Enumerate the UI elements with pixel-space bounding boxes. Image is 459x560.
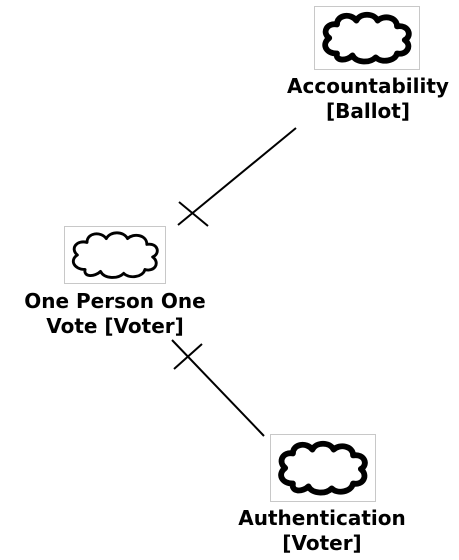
- edge-one-person-to-accountability[interactable]: [177, 127, 297, 226]
- edge-one-person-to-authentication[interactable]: [171, 339, 265, 437]
- node-label-line: [Ballot]: [325, 99, 411, 123]
- cloud-icon[interactable]: [314, 6, 420, 70]
- node-label-authentication: Authentication [Voter]: [222, 506, 422, 556]
- node-label-line: One Person One: [24, 289, 206, 313]
- edge-bar-marker-accountability: [178, 201, 209, 227]
- cloud-icon[interactable]: [270, 434, 376, 502]
- node-label-line: Accountability: [287, 74, 449, 98]
- node-label-one-person-one-vote: One Person One Vote [Voter]: [0, 289, 230, 339]
- node-label-line: Vote [Voter]: [46, 314, 184, 338]
- node-label-line: [Voter]: [282, 531, 362, 555]
- cloud-icon[interactable]: [64, 226, 166, 284]
- edge-bar-marker-authentication: [173, 343, 203, 370]
- node-label-line: Authentication: [238, 506, 406, 530]
- node-label-accountability: Accountability [Ballot]: [268, 74, 459, 124]
